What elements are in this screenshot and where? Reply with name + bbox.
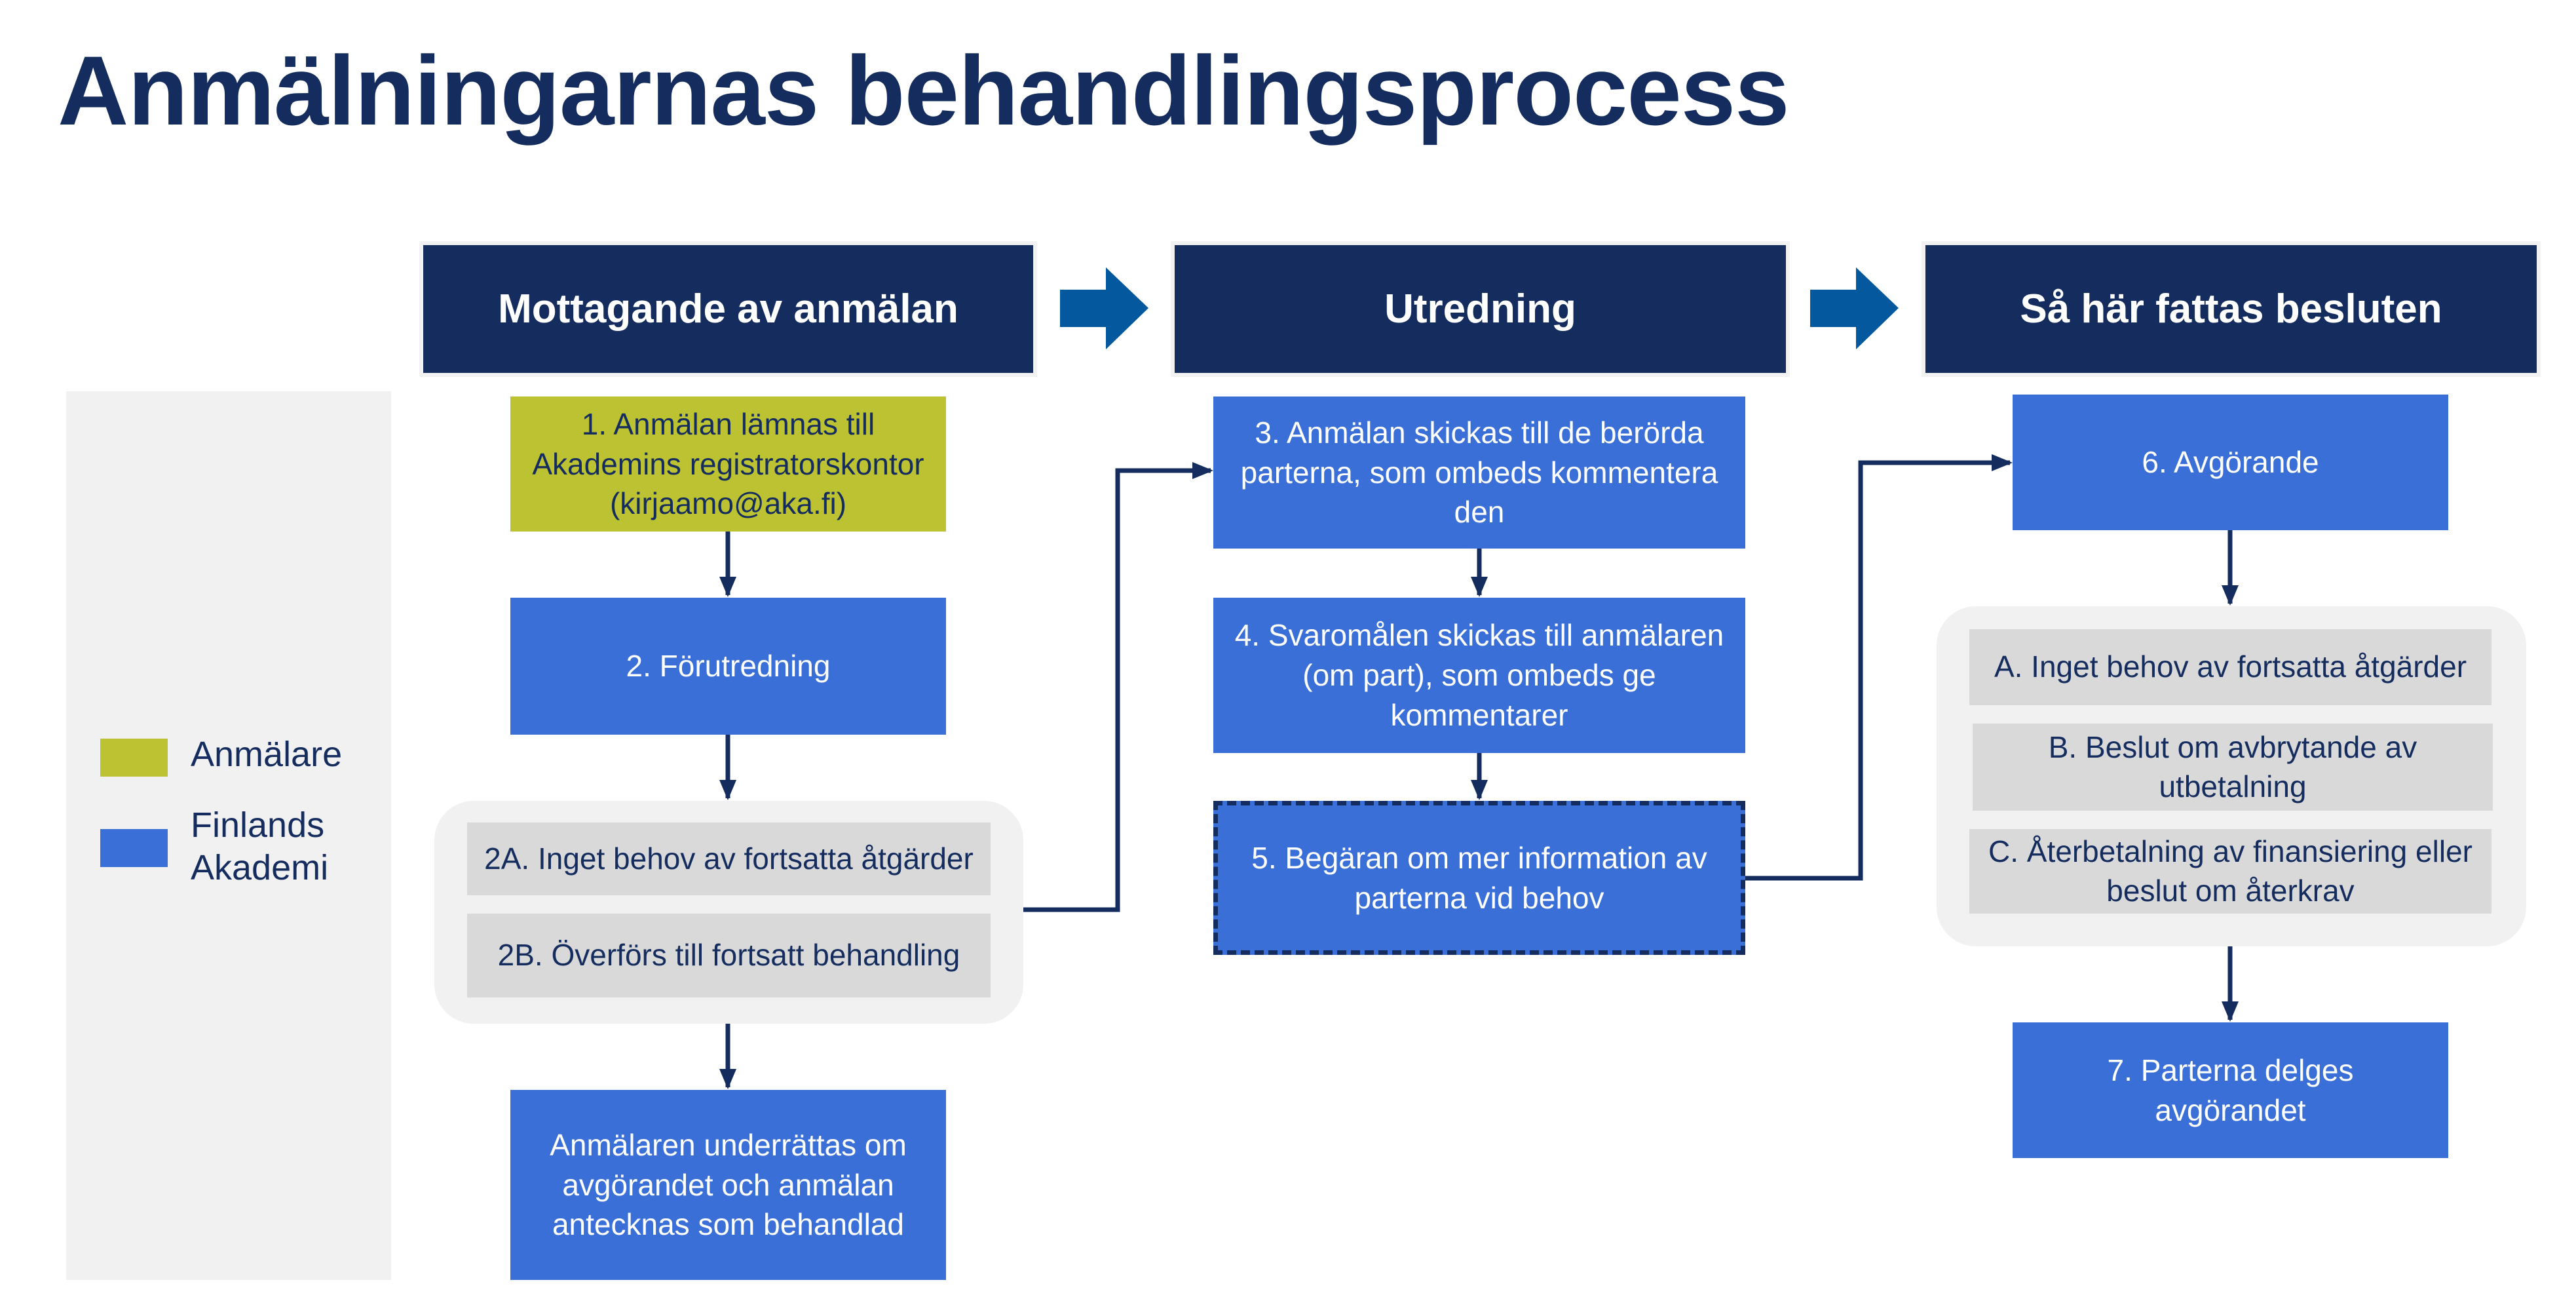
step-2a-no-further-action: 2A. Inget behov av fortsatta åtgärder — [467, 822, 991, 895]
step-6b-suspend-payment: B. Beslut om avbrytande av utbetalning — [1973, 724, 2493, 811]
phase-header-decision: Så här fattas besluten — [1922, 241, 2541, 377]
phase-header-receipt: Mottagande av anmälan — [419, 241, 1037, 377]
arrowhead-right-icon — [1992, 454, 2013, 471]
phase-header-investigation: Utredning — [1171, 241, 1790, 377]
page-title: Anmälningarnas behandlingsprocess — [58, 35, 1790, 145]
step-6-decision: 6. Avgörande — [2013, 395, 2448, 530]
arrowhead-down-icon — [1471, 577, 1488, 597]
legend-swatch-academy — [100, 829, 168, 867]
step-5-request-more-info: 5. Begäran om mer information av partern… — [1213, 801, 1745, 955]
arrowhead-down-icon — [719, 1069, 736, 1089]
step-1-report-submitted: 1. Anmälan lämnas till Akademins registr… — [510, 397, 946, 532]
step-7-parties-notified: 7. Parterna delges avgörandet — [2013, 1022, 2448, 1158]
step-2b-transferred: 2B. Överförs till fortsatt behandling — [467, 914, 991, 997]
phase-arrow-icon — [1810, 267, 1899, 349]
step-6a-no-further-action: A. Inget behov av fortsatta åtgärder — [1969, 629, 2491, 705]
arrowhead-down-icon — [719, 577, 736, 597]
step-3-sent-to-parties: 3. Anmälan skickas till de berörda parte… — [1213, 397, 1745, 549]
step-6c-repayment-or-recovery: C. Återbetalning av finansiering eller b… — [1969, 829, 2491, 914]
arrowhead-right-icon — [1192, 462, 1213, 479]
phase-arrow-icon — [1060, 267, 1148, 349]
legend-panel: Anmälare Finlands Akademi — [66, 391, 391, 1280]
step-6-outcomes-group: A. Inget behov av fortsatta åtgärder B. … — [1937, 606, 2526, 946]
step-2-preliminary-investigation: 2. Förutredning — [510, 598, 946, 735]
step-2-outcomes-group: 2A. Inget behov av fortsatta åtgärder 2B… — [434, 801, 1023, 1024]
arrowhead-down-icon — [2222, 1001, 2239, 1022]
step-4-responses-sent: 4. Svaromålen skickas till anmälaren (om… — [1213, 598, 1745, 753]
step-2-reporter-notified: Anmälaren underrättas om avgörandet och … — [510, 1090, 946, 1280]
legend-swatch-reporter — [100, 739, 168, 777]
legend-label-academy: Finlands Akademi — [191, 805, 329, 887]
arrowhead-down-icon — [1471, 780, 1488, 800]
arrowhead-down-icon — [719, 780, 736, 800]
arrow-s2b-s3 — [1023, 468, 1211, 912]
legend-label-reporter: Anmälare — [191, 735, 343, 774]
arrowhead-down-icon — [2222, 585, 2239, 606]
